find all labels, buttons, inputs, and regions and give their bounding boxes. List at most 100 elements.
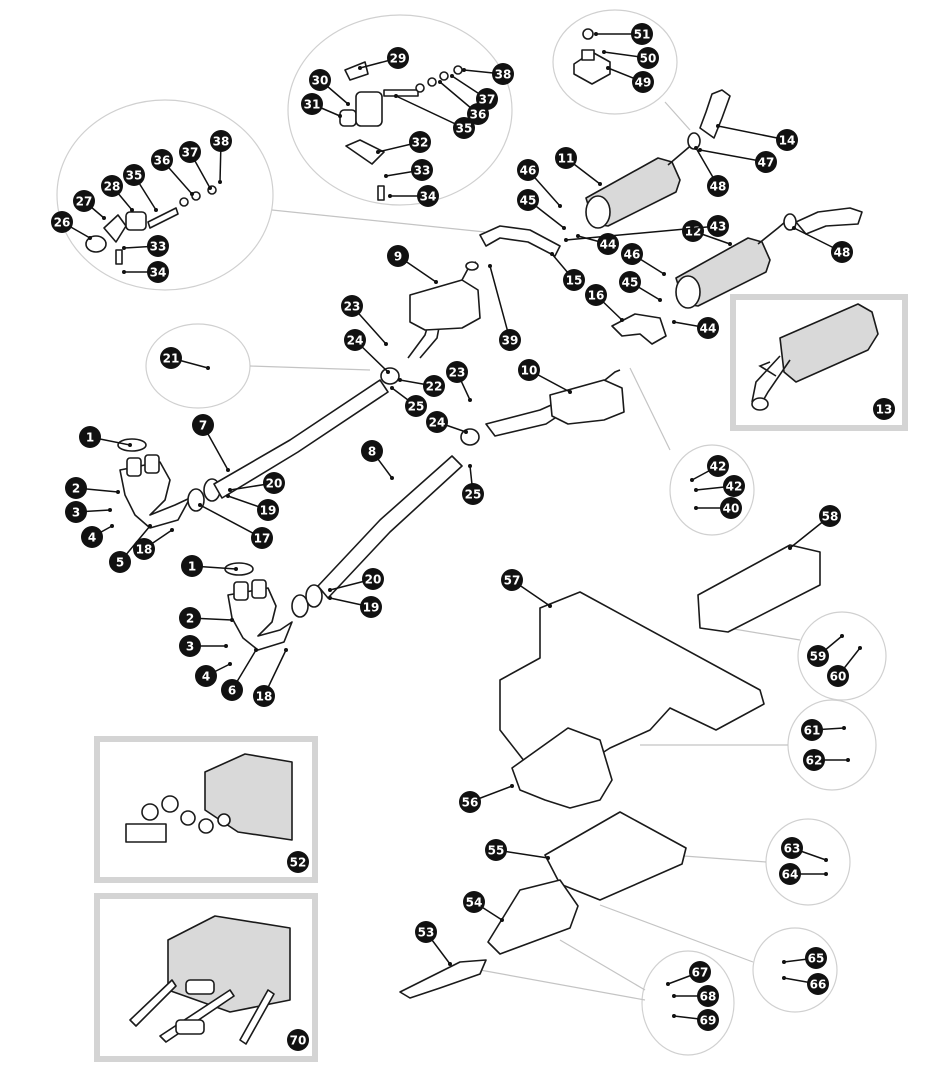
callout-number: 19 [260, 504, 277, 518]
callout-marker [179, 607, 201, 629]
callout-marker [73, 190, 95, 212]
callout-marker [499, 329, 521, 351]
callout-marker [160, 347, 182, 369]
callout-number: 54 [466, 896, 483, 910]
callout-arrowhead [562, 226, 566, 230]
callout-number: 25 [465, 488, 482, 502]
callout-arrowhead [88, 236, 92, 240]
guide-line [271, 209, 486, 233]
callout-45: 45 [619, 271, 662, 302]
callout-marker [221, 679, 243, 701]
callout-46: 46 [621, 243, 666, 276]
callout-arrowhead [842, 726, 846, 730]
callout-23: 23 [446, 361, 472, 402]
downpipe-manifold-upper [117, 438, 191, 529]
callout-number: 61 [804, 724, 821, 738]
callout-arrowhead [328, 588, 332, 592]
callout-number: 19 [363, 601, 380, 615]
callout-marker [463, 891, 485, 913]
callout-number: 4 [88, 531, 96, 545]
heat-shield-58 [697, 544, 821, 633]
callout-arrowhead [346, 102, 350, 106]
callout-marker [831, 241, 853, 263]
callout-number: 45 [520, 194, 537, 208]
callout-45: 45 [517, 189, 566, 230]
callout-4: 4 [81, 524, 114, 548]
callout-arrowhead [284, 648, 288, 652]
callout-marker [195, 665, 217, 687]
callout-number: 20 [365, 573, 382, 587]
callout-marker [459, 791, 481, 813]
callout-arrowhead [254, 648, 258, 652]
callout-number: 63 [784, 842, 801, 856]
callout-arrowhead [694, 488, 698, 492]
mounting-rubber-top [339, 61, 463, 201]
callout-number: 6 [228, 684, 236, 698]
callout-marker [632, 71, 654, 93]
gasket-ring [305, 584, 323, 608]
callout-arrowhead [130, 208, 134, 212]
callout-15: 15 [550, 252, 585, 291]
callout-42: 42 [694, 475, 745, 497]
tailpipe-bracket-drawing [573, 28, 611, 85]
tailpipe-bracket-bubble [552, 9, 678, 115]
callout-number: 46 [520, 164, 537, 178]
callout-arrowhead [576, 234, 580, 238]
callout-48: 48 [792, 226, 853, 263]
callout-number: 44 [600, 238, 617, 252]
callout-marker [707, 455, 729, 477]
callout-59: 59 [807, 634, 844, 667]
callout-number: 56 [462, 796, 479, 810]
callout-68: 68 [672, 985, 719, 1007]
callout-marker [411, 159, 433, 181]
callout-arrowhead [128, 443, 132, 447]
callout-number: 51 [634, 28, 651, 42]
callout-number: 21 [163, 352, 180, 366]
callout-63: 63 [781, 837, 828, 862]
callout-arrowhead [394, 94, 398, 98]
callout-number: 33 [414, 164, 431, 178]
callout-arrowhead [558, 204, 562, 208]
callout-3: 3 [179, 635, 228, 657]
callout-number: 55 [488, 844, 505, 858]
callout-13: 13 [873, 398, 895, 420]
callout-44: 44 [576, 233, 619, 255]
callout-arrowhead [234, 567, 238, 571]
callout-leader-line [717, 125, 788, 141]
callout-60: 60 [827, 646, 862, 687]
callout-number: 58 [822, 510, 839, 524]
callout-arrowhead [190, 192, 194, 196]
callout-marker [476, 88, 498, 110]
guide-line [669, 854, 767, 863]
callout-number: 66 [810, 978, 827, 992]
callout-17: 17 [198, 503, 273, 549]
guide-lines [249, 101, 801, 1001]
callout-55: 55 [485, 839, 550, 861]
callout-arrowhead [716, 124, 720, 128]
callout-marker [181, 555, 203, 577]
callout-number: 46 [624, 248, 641, 262]
callout-marker [387, 245, 409, 267]
callout-50: 50 [602, 47, 659, 69]
callout-arrowhead [462, 68, 466, 72]
callout-56: 56 [459, 784, 514, 813]
callout-number: 1 [86, 431, 94, 445]
guide-line [559, 939, 646, 991]
callout-arrowhead [398, 378, 402, 382]
callout-marker [723, 475, 745, 497]
callout-marker [257, 499, 279, 521]
callout-arrowhead [546, 856, 550, 860]
callout-number: 31 [304, 98, 321, 112]
callout-leader-line [489, 265, 511, 341]
callout-arrowhead [224, 644, 228, 648]
callout-number: 36 [470, 108, 487, 122]
callout-marker [807, 973, 829, 995]
callout-arrowhead [788, 546, 792, 550]
callout-arrowhead [846, 758, 850, 762]
callout-marker [426, 411, 448, 433]
callout-number: 3 [186, 640, 194, 654]
callout-number: 48 [710, 180, 727, 194]
callout-marker [518, 359, 540, 381]
callout-62: 62 [803, 749, 850, 771]
